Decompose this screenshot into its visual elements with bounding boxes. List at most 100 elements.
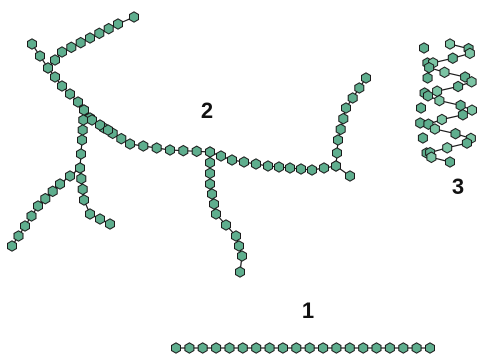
branched-unit-main bbox=[151, 142, 162, 154]
helical-unit bbox=[434, 94, 445, 107]
branched-unit-arm bbox=[57, 46, 67, 58]
branched-unit-arm bbox=[20, 220, 30, 232]
branched-unit-arm bbox=[79, 104, 89, 116]
branched-unit-arm bbox=[95, 213, 105, 225]
branched-unit-main bbox=[285, 162, 295, 174]
branched-unit-arm bbox=[26, 210, 37, 222]
branched-unit-main bbox=[239, 156, 249, 168]
branched-unit-arm bbox=[66, 41, 77, 54]
branched-unit-arm bbox=[13, 230, 24, 242]
label-helical: 3 bbox=[452, 174, 464, 199]
branched-unit-arm bbox=[76, 172, 87, 185]
linear-chain-unit bbox=[237, 342, 248, 354]
branched-unit-arm bbox=[75, 36, 86, 49]
branched-unit-arm bbox=[40, 192, 51, 205]
linear-chain-unit bbox=[264, 342, 275, 354]
branched-unit-arm bbox=[211, 208, 221, 220]
branched-unit-arm bbox=[85, 208, 95, 220]
branched-unit-main bbox=[57, 80, 67, 92]
branched-unit-arm bbox=[43, 62, 53, 74]
branched-unit-arm bbox=[205, 156, 215, 169]
helical-unit bbox=[426, 151, 437, 164]
helical-unit bbox=[453, 80, 464, 93]
linear-chain-unit bbox=[291, 342, 302, 354]
branched-unit-main bbox=[50, 71, 60, 83]
branched-unit-main bbox=[251, 158, 261, 170]
branched-unit-arm bbox=[205, 178, 215, 190]
label-linear: 1 bbox=[302, 298, 314, 323]
branched-unit-main bbox=[335, 123, 346, 136]
helical-unit bbox=[432, 85, 443, 97]
branched-unit-arm bbox=[205, 146, 215, 158]
linear-chain-unit bbox=[224, 342, 235, 354]
branched-unit-main bbox=[338, 112, 349, 125]
linear-chain-unit bbox=[318, 342, 329, 354]
linear-chain-unit bbox=[425, 342, 435, 354]
branched-unit-arm bbox=[205, 167, 215, 180]
helical-unit bbox=[461, 137, 472, 149]
branched-unit-arm bbox=[95, 119, 105, 131]
branched-unit-main bbox=[333, 134, 343, 146]
branched-unit-main bbox=[73, 96, 83, 108]
helical-unit bbox=[445, 38, 455, 50]
branched-unit-arm bbox=[103, 124, 113, 136]
branched-unit-arm bbox=[77, 134, 87, 146]
linear-chain-unit bbox=[344, 342, 355, 354]
branched-unit-main bbox=[227, 154, 237, 166]
linear-chain-unit bbox=[411, 342, 422, 354]
branched-unit-arm bbox=[234, 240, 244, 252]
branched-unit-main bbox=[65, 88, 75, 100]
helical-unit bbox=[455, 99, 466, 112]
linear-chain-unit bbox=[184, 342, 195, 354]
branched-unit-arm bbox=[33, 200, 43, 212]
helical-unit bbox=[445, 156, 455, 168]
linear-chain-unit bbox=[251, 342, 262, 354]
branched-unit-main bbox=[307, 164, 317, 176]
branched-unit-main bbox=[331, 160, 341, 172]
branched-unit-arm bbox=[87, 114, 97, 126]
branched-unit-arm bbox=[105, 218, 115, 230]
branched-unit-arm bbox=[65, 170, 75, 182]
branched-unit-main bbox=[361, 72, 371, 84]
helical-unit bbox=[467, 104, 477, 116]
branched-unit-main bbox=[347, 92, 358, 104]
branched-unit-arm bbox=[85, 32, 95, 44]
branched-unit-main bbox=[178, 144, 189, 157]
branched-unit-main bbox=[319, 162, 329, 174]
branched-unit-main bbox=[274, 161, 284, 173]
branched-unit-main bbox=[341, 102, 351, 114]
branched-unit-main bbox=[27, 38, 37, 50]
helical-unit bbox=[442, 142, 453, 154]
branched-unit-arm bbox=[207, 188, 217, 200]
branched-unit-arm bbox=[50, 54, 60, 66]
helical-unit bbox=[424, 61, 435, 74]
branched-unit-arm bbox=[237, 250, 247, 262]
linear-chain-unit bbox=[171, 342, 181, 354]
branched-unit-arm bbox=[221, 219, 231, 231]
branched-unit-arm bbox=[209, 198, 219, 210]
helical-unit-left bbox=[415, 117, 426, 129]
branched-unit-arm bbox=[77, 124, 88, 136]
branched-unit-arm bbox=[77, 183, 88, 196]
helical-unit bbox=[423, 90, 433, 102]
linear-chain-unit bbox=[358, 342, 369, 354]
branched-unit-main bbox=[191, 145, 202, 158]
branched-unit-arm bbox=[113, 18, 123, 30]
helical-unit bbox=[436, 113, 447, 126]
branched-unit-arm bbox=[55, 178, 65, 190]
helical-unit bbox=[429, 123, 440, 135]
label-branched: 2 bbox=[201, 98, 213, 123]
branched-unit-arm bbox=[235, 266, 245, 278]
branched-unit-main bbox=[138, 140, 149, 152]
helical-unit-left bbox=[417, 132, 428, 144]
glycosidic-bonds bbox=[11, 16, 430, 349]
sugar-units bbox=[7, 11, 477, 354]
branched-unit-main bbox=[345, 170, 355, 182]
helical-unit bbox=[466, 76, 477, 88]
helical-unit bbox=[450, 127, 461, 140]
branched-unit-arm bbox=[7, 240, 17, 252]
branched-unit-main bbox=[125, 138, 135, 150]
helical-unit bbox=[457, 109, 468, 121]
linear-chain-unit bbox=[197, 342, 208, 354]
linear-chain-unit bbox=[384, 342, 395, 354]
